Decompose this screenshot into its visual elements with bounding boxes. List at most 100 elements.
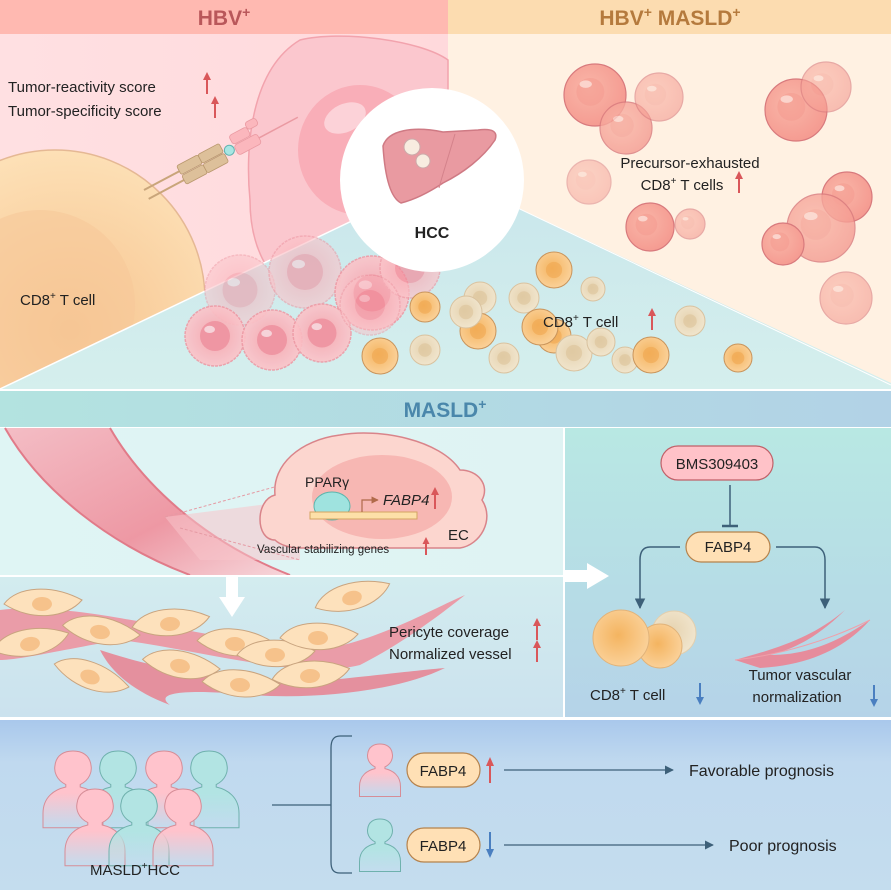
precursor-exhausted-label-line2: CD8+ T cells — [641, 176, 724, 194]
cd8-t-cells-infiltrating — [361, 251, 753, 375]
cd8-t-cell-icon — [580, 276, 606, 302]
bms309403-label: BMS309403 — [676, 456, 759, 473]
vessel-panel: Pericyte coverage Normalized vessel — [0, 577, 563, 717]
exhausted-cd8-cell-icon — [800, 61, 852, 113]
cohort-split-bracket — [272, 735, 352, 874]
up-arrow-icon — [203, 72, 211, 94]
hbv-masld-header-bar — [448, 0, 891, 34]
pericyte-icon — [314, 580, 391, 612]
dna-strand-icon — [309, 511, 418, 520]
inhibitor-panel: BMS309403 FABP4 CD8+ T cell Tumor vascul… — [565, 428, 891, 717]
normalized-vessel-label: Normalized vessel — [389, 646, 512, 663]
cd8-t-cell-icon — [535, 251, 573, 289]
exhausted-cd8-cell-icon — [674, 208, 706, 240]
tumor-cell-icon — [268, 235, 342, 309]
cd8-t-cell-icon — [449, 295, 483, 329]
patient-cohort-icon — [42, 750, 240, 867]
cd8-t-cell-icon — [488, 342, 520, 374]
cd8-t-cell-icon — [361, 337, 399, 375]
tumor-vascular-label-line2: normalization — [752, 689, 841, 706]
hbv-masld-header: HBV+ MASLD+ — [599, 4, 740, 30]
tcr-mhc-complex-icon — [143, 116, 299, 200]
vascular-stabilizing-genes-label: Vascular stabilizing genes — [257, 544, 389, 556]
pericyte-icon — [279, 622, 359, 651]
exhausted-cd8-cell-icon — [761, 222, 805, 266]
pericyte-icon — [0, 627, 70, 657]
prognosis-row: FABP4 Poor prognosis — [359, 818, 837, 872]
liver-icon — [382, 128, 497, 204]
patient-icon — [359, 743, 401, 797]
pathway-arrow-right — [776, 546, 831, 610]
down-arrow-icon — [870, 685, 878, 707]
precursor-exhausted-label-line1: Precursor-exhausted — [620, 155, 759, 172]
pericyte-icon — [271, 660, 351, 689]
tumor-cell-nucleus-highlight — [324, 102, 366, 134]
cd8-t-cell-icon — [632, 336, 670, 374]
blood-vessel — [5, 428, 290, 575]
fabp4-marker-pill — [406, 752, 481, 788]
cohort-label: MASLD+HCC — [90, 861, 180, 879]
pericyte-icon — [131, 608, 211, 637]
up-arrow-icon — [422, 537, 430, 555]
cd8-t-cell-icon — [409, 291, 441, 323]
cd8-t-cell-label-large: CD8+ T cell — [20, 291, 95, 309]
cd8-t-cell-icon — [409, 334, 441, 366]
pericyte-icon — [236, 639, 316, 668]
prognosis-row: FABP4 Favorable prognosis — [359, 743, 834, 797]
fabp4-marker-label: FABP4 — [420, 763, 467, 780]
tumor-vessel-icon — [734, 610, 871, 668]
prognosis-outcome-label: Favorable prognosis — [689, 763, 834, 780]
precursor-exhausted-cells — [563, 61, 873, 325]
ec-label: EC — [448, 527, 469, 544]
prognosis-outcome-label: Poor prognosis — [729, 838, 837, 855]
score-tumor-reactivity: Tumor-reactivity score — [8, 79, 156, 96]
bms309403-pill — [660, 445, 774, 481]
pericyte-icon — [53, 658, 130, 693]
pericyte-icon — [141, 649, 221, 680]
hbv-header: HBV+ — [198, 4, 251, 30]
exhausted-cd8-cell-icon — [634, 72, 684, 122]
hbv-header-bar — [0, 0, 448, 34]
exhausted-cd8-cell-icon — [625, 202, 675, 252]
right-arrow-white-icon — [565, 563, 609, 589]
exhausted-cd8-cell-icon — [566, 159, 612, 205]
tumor-cell-icon — [184, 305, 246, 367]
up-arrow-icon — [533, 618, 541, 640]
hcc-label: HCC — [415, 225, 450, 242]
cd8-t-cell-icon — [521, 308, 559, 346]
ec-panel: PPARγ FABP4 EC Vascular stabilizing gene… — [0, 427, 563, 575]
cd8-t-cell-decrease-label: CD8+ T cell — [590, 686, 665, 704]
cd8-t-cell-icon — [508, 282, 540, 314]
exhausted-cd8-cell-icon — [819, 271, 873, 325]
patient-icon — [152, 788, 214, 867]
up-arrow-icon — [648, 308, 656, 330]
pericyte-coverage-label: Pericyte coverage — [389, 624, 509, 641]
hcc-center: HCC — [340, 88, 524, 272]
tumor-cell-icon — [339, 274, 401, 336]
masld-header-bar — [0, 391, 891, 427]
cd8-t-cell-icon — [674, 305, 706, 337]
down-arrow-white-icon — [219, 577, 245, 617]
hbv-scores: Tumor-reactivity score Tumor-specificity… — [8, 72, 219, 120]
pericyte-icon — [201, 669, 281, 698]
pericyte-icon — [61, 615, 141, 646]
down-arrow-icon — [486, 832, 494, 858]
fabp4-marker-label: FABP4 — [420, 838, 467, 855]
tumor-cell-cluster — [184, 235, 441, 371]
fabp4-marker-pill — [406, 827, 481, 863]
triangle-divider-right — [447, 174, 891, 386]
pericytes — [0, 580, 391, 698]
pparg-label: PPARγ — [305, 474, 349, 490]
fabp4-target-pill — [685, 531, 771, 563]
exhausted-cd8-cell-icon — [599, 101, 653, 155]
up-arrow-icon — [431, 487, 439, 509]
transcription-arrow-icon — [361, 496, 379, 512]
masld-header: MASLD+ — [404, 396, 487, 422]
masld-section: MASLD+ — [0, 391, 891, 427]
normalized-vessel-illustration — [0, 595, 465, 705]
cd8-t-cell-icon — [723, 343, 753, 373]
pericyte-icon — [3, 588, 83, 617]
